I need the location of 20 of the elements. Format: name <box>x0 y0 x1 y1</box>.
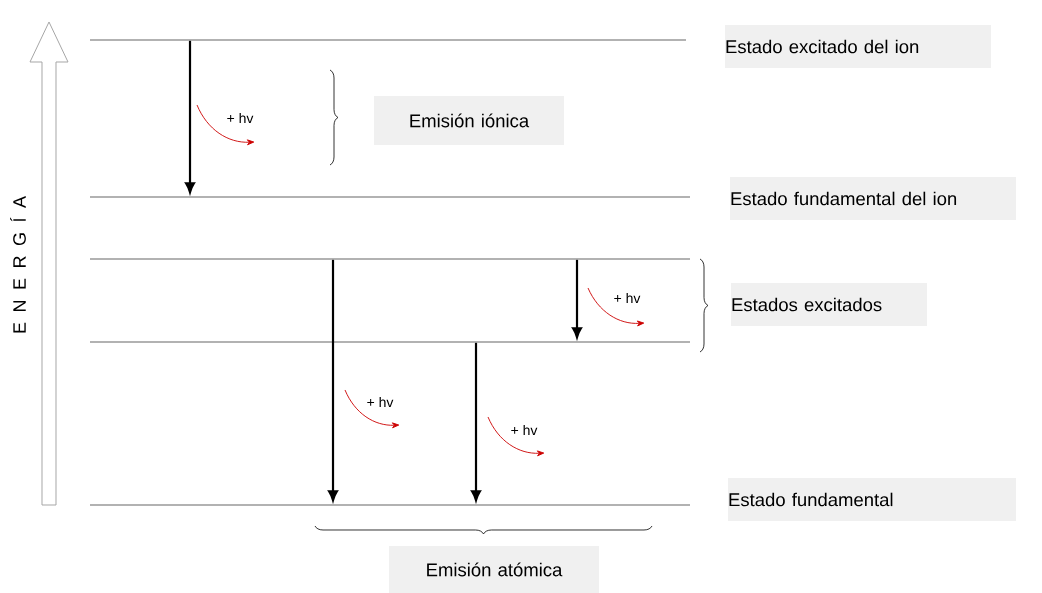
label-box: Estado fundamental del ion <box>730 177 1016 220</box>
arrow <box>327 259 339 502</box>
photon-label: + hv <box>511 424 538 436</box>
energy-level-line <box>90 39 686 41</box>
photon-label: + hv <box>367 396 394 408</box>
energy-level-line <box>90 258 690 260</box>
energy-level-line <box>90 196 690 198</box>
label-box: Estado fundamental <box>728 478 1016 521</box>
photon-label: + hv <box>227 112 254 124</box>
photon-label: + hv <box>614 292 641 304</box>
label-box: Emisión atómica <box>389 546 599 593</box>
arrow <box>470 342 482 502</box>
arrow <box>571 259 583 339</box>
energy-level-line <box>90 341 690 343</box>
label-box: Estados excitados <box>731 283 927 326</box>
axis-label: E N E R G Í A <box>10 196 26 333</box>
label-box: Emisión iónica <box>374 96 564 145</box>
energy-level-line <box>90 504 690 506</box>
label-box: Estado excitado del ion <box>725 25 991 68</box>
arrow <box>184 40 196 194</box>
